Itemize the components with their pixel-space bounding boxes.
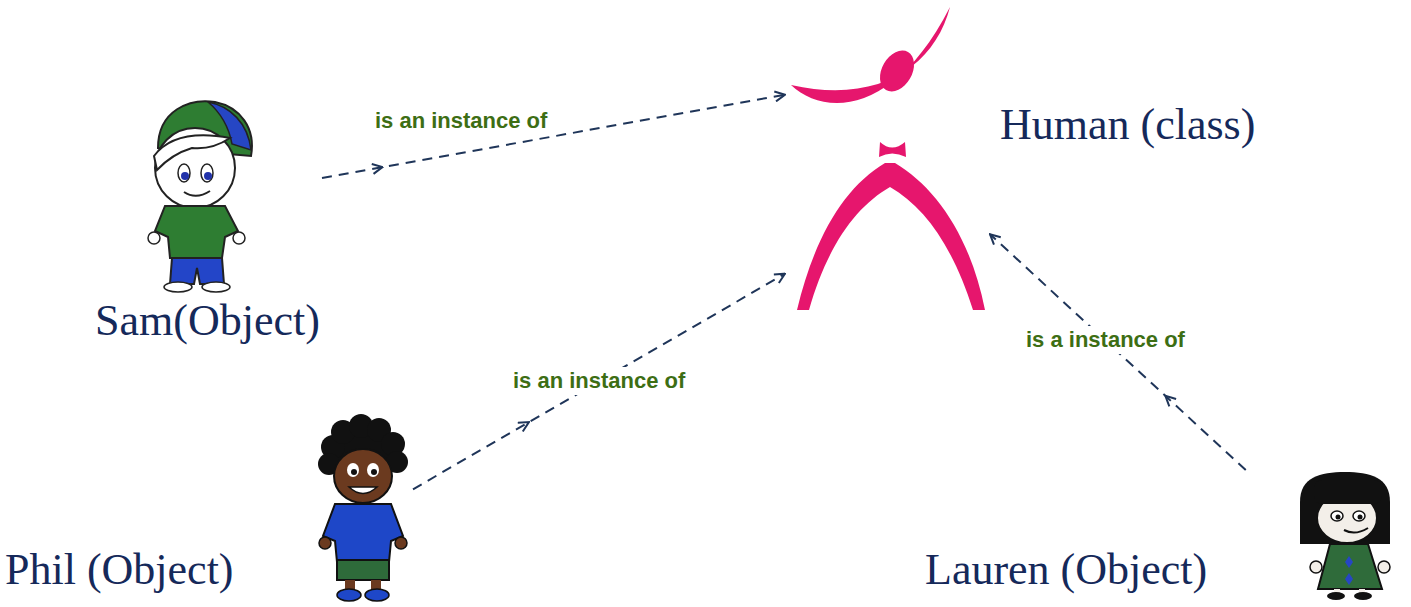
icon-head [873,44,921,97]
icon-arc [791,7,950,103]
edge-label: is a instance of [1022,326,1189,354]
pupil [204,172,212,180]
node-label: Lauren (Object) [925,545,1207,595]
eye [347,463,359,477]
hand [233,232,245,244]
instance-arrow [413,274,785,490]
shirt [155,206,238,258]
shirt [323,504,403,562]
dress-diamond [1345,556,1353,568]
dress [1318,544,1382,589]
instance-arrow [322,95,785,178]
node-label: Phil (Object) [5,545,234,595]
boy-figure [148,101,252,292]
pupil [351,469,357,475]
shoe [1354,592,1372,600]
instance-arrow [990,234,1246,470]
object-node: Phil (Object) [5,412,413,602]
eye [178,164,190,182]
edge-label: is an instance of [509,367,689,395]
hand [1378,561,1390,573]
object-node: Lauren (Object) [925,470,1400,600]
node-label: Sam(Object) [95,296,320,346]
edge-label: is an instance of [371,107,551,135]
icon-neck [879,142,906,157]
eye [1331,511,1343,521]
pupil [1358,515,1363,520]
eye [367,463,379,477]
shoe [337,589,361,601]
shoe [202,282,230,292]
dress-diamond [1345,573,1353,585]
hand [395,537,407,549]
shoe [164,282,192,292]
pupil [371,469,377,475]
hand [1310,561,1322,573]
smile [184,191,210,196]
boy-figure [318,414,408,601]
hair [1300,472,1390,544]
pants [170,258,224,284]
hand [148,232,160,244]
node-label: Human (class) [1000,100,1255,150]
face [334,449,392,503]
human-icon [791,7,985,310]
pupil [1336,515,1341,520]
shoe [365,589,389,601]
hand [319,537,331,549]
eye [1353,511,1365,521]
pupil [181,172,189,180]
shorts [337,560,389,580]
object-node: Sam(Object) [95,98,322,346]
eye [201,164,213,182]
hair [154,135,230,170]
head [155,128,235,208]
shoe [1327,592,1345,600]
bangs [1314,480,1382,504]
icon-body [797,163,985,310]
girl-figure [1300,472,1390,600]
smile [1344,528,1368,533]
class-node: Human (class) [785,5,990,315]
smile [349,487,377,494]
